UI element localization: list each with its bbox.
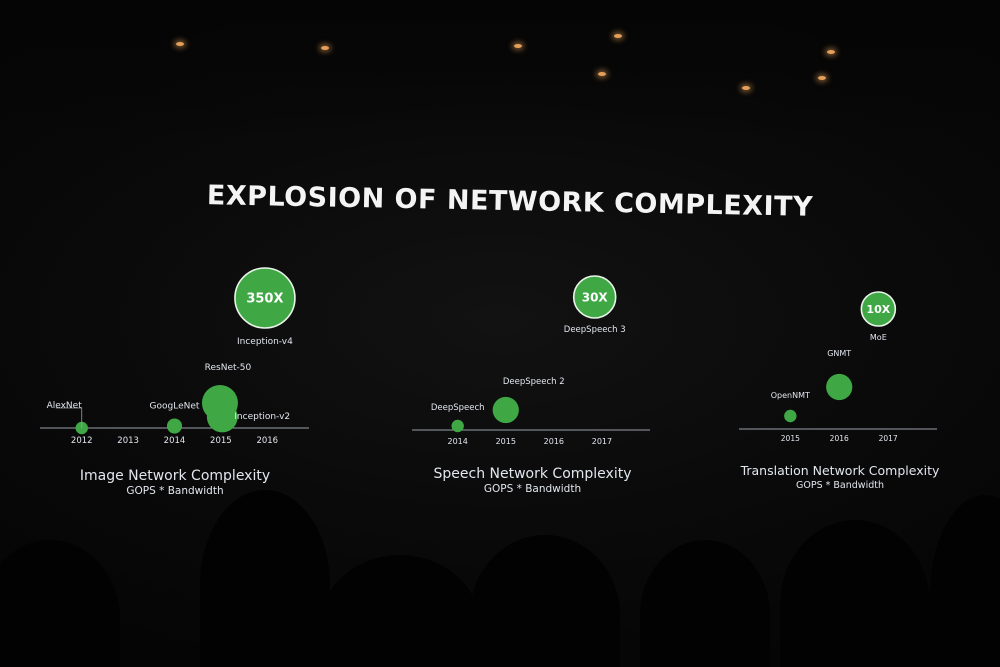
stage-light	[321, 46, 329, 50]
data-label: DeepSpeech	[431, 403, 485, 413]
image-chart-caption: Image Network Complexity GOPS * Bandwidt…	[40, 468, 310, 498]
highlight-bubble	[860, 291, 897, 327]
data-label: Inception-v2	[234, 412, 290, 422]
stage-light	[176, 42, 184, 46]
audience-head	[320, 555, 480, 667]
translation-chart-title: Translation Network Complexity	[740, 463, 940, 478]
stage-light	[514, 44, 522, 48]
audience-head	[470, 535, 620, 667]
stage-light	[827, 50, 835, 54]
x-tick-label: 2013	[117, 436, 139, 446]
ceiling-rig	[0, 0, 1000, 140]
translation-chart-caption: Translation Network Complexity GOPS * Ba…	[725, 462, 955, 492]
x-tick-label: 2015	[496, 437, 516, 446]
x-tick-label: 2016	[544, 437, 564, 446]
highlight-label: MoE	[870, 333, 887, 342]
image-chart-title: Image Network Complexity	[79, 468, 271, 484]
x-tick-label: 2017	[592, 437, 612, 446]
x-tick-label: 2015	[781, 434, 800, 443]
x-tick-label: 2014	[447, 437, 467, 446]
data-point	[784, 409, 797, 423]
data-point	[451, 419, 464, 433]
data-point	[166, 418, 183, 434]
stage-light	[614, 34, 622, 38]
leader-line	[55, 407, 83, 428]
stage-light	[742, 86, 750, 90]
data-label: DeepSpeech 2	[503, 377, 565, 387]
audience-head	[780, 520, 930, 667]
translation-chart-subtitle: GOPS * Bandwidth	[796, 480, 884, 491]
growth-badge: 30X	[582, 290, 609, 304]
audience-head	[0, 540, 120, 667]
audience-silhouettes	[0, 490, 1000, 667]
x-tick-label: 2015	[210, 436, 232, 446]
stage-light	[818, 76, 826, 80]
x-tick-label: 2017	[879, 434, 898, 443]
data-label: ResNet-50	[205, 363, 252, 373]
highlight-label: Inception-v4	[237, 337, 293, 347]
data-point	[492, 396, 519, 424]
highlight-label: DeepSpeech 3	[564, 325, 626, 335]
x-tick-label: 2012	[71, 436, 93, 446]
x-tick-label: 2016	[256, 436, 278, 446]
x-tick-label: 2016	[830, 434, 849, 443]
audience-head	[640, 540, 770, 667]
stage-light	[598, 72, 606, 76]
growth-badge: 350X	[246, 292, 283, 307]
speech-chart-caption: Speech Network Complexity GOPS * Bandwid…	[400, 466, 665, 496]
data-label: OpenNMT	[771, 391, 810, 400]
audience-head	[930, 495, 1000, 667]
speech-chart-subtitle: GOPS * Bandwidth	[483, 483, 582, 495]
growth-badge: 10X	[866, 303, 890, 316]
highlight-bubble	[234, 267, 296, 329]
data-point	[206, 401, 238, 433]
audience-head	[200, 490, 330, 667]
data-point	[826, 373, 853, 401]
data-label: GoogLeNet	[150, 401, 200, 411]
image-chart-subtitle: GOPS * Bandwidth	[126, 485, 224, 497]
x-tick-label: 2014	[164, 436, 186, 446]
highlight-bubble	[572, 275, 617, 319]
speech-chart-title: Speech Network Complexity	[433, 466, 632, 482]
data-label: GNMT	[827, 349, 851, 358]
data-label: AlexNet	[47, 401, 83, 411]
